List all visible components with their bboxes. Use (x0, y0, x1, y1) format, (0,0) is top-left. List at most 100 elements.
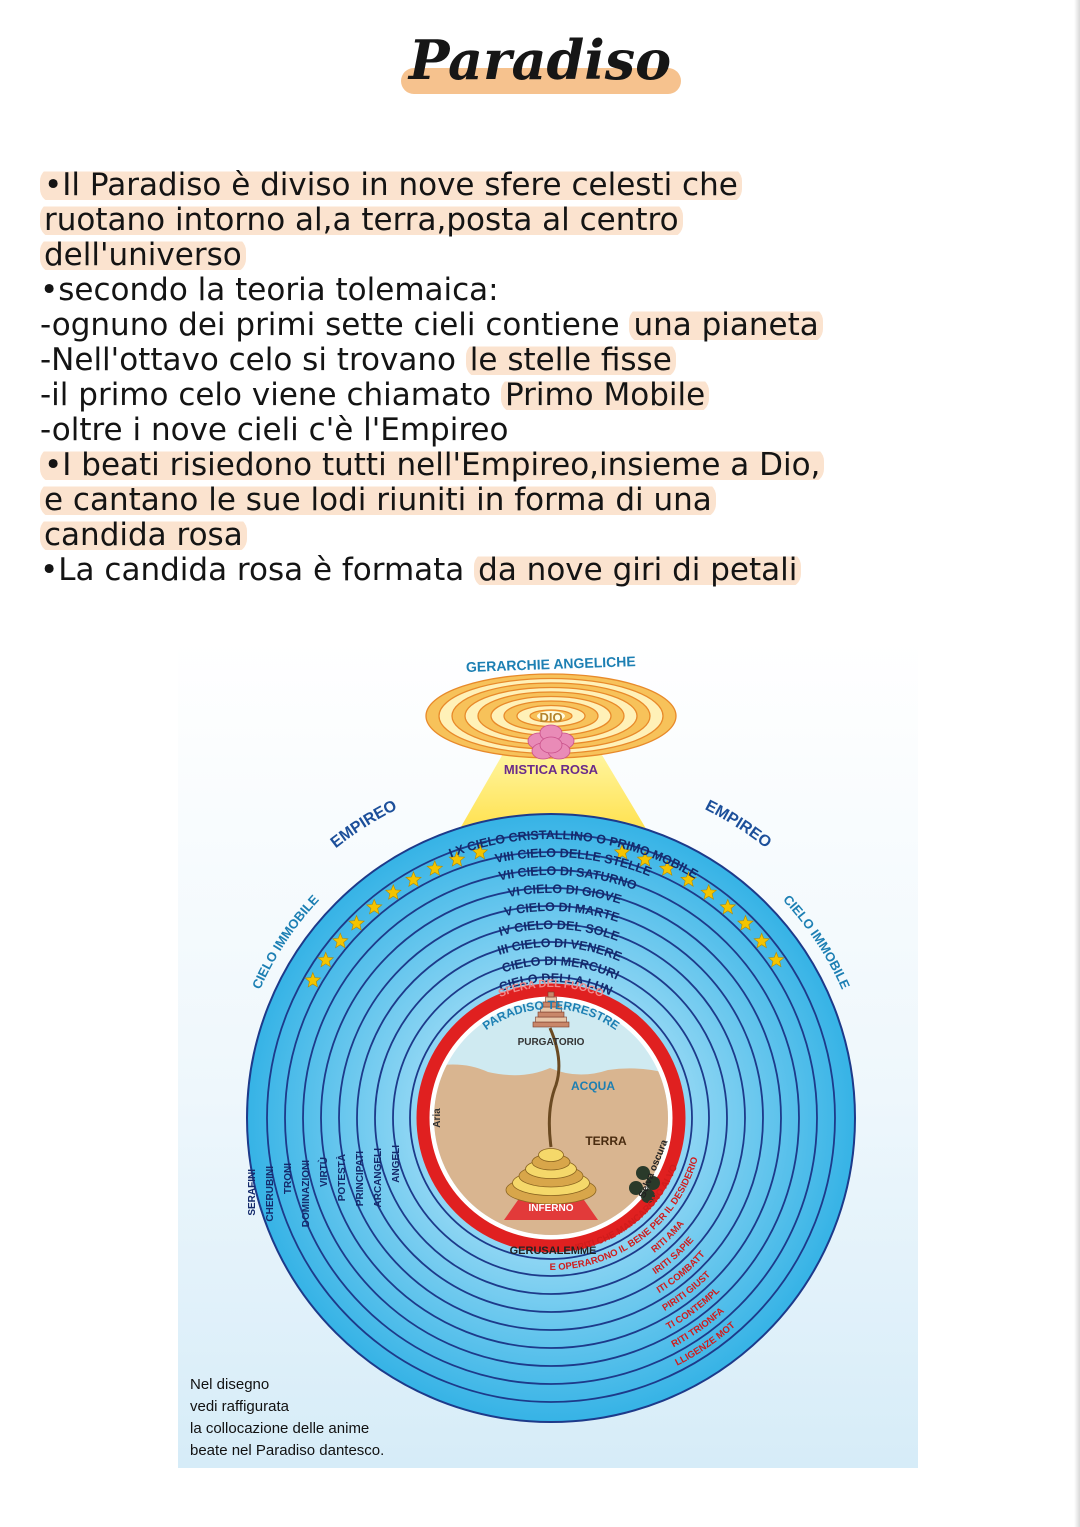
fixed-stars (304, 843, 785, 988)
angel-order-label: DOMINAZIONI (301, 1160, 312, 1227)
star-icon (365, 898, 383, 915)
fire-sphere (416, 983, 686, 1253)
star-icon (700, 883, 718, 900)
note-text: -ognuno dei primi sette cieli contiene (40, 307, 630, 343)
star-icon (680, 870, 697, 887)
caption-line: Nel disegno (190, 1376, 270, 1393)
note-text: -il primo celo viene chiamato (40, 377, 501, 413)
mountain-terrace (547, 991, 555, 998)
angel-order-label: ANGELI (391, 1145, 402, 1183)
earth-clip (434, 1027, 668, 1235)
heaven-ring (266, 833, 836, 1403)
star-icon (348, 914, 365, 931)
angel-order-label: PRINCIPATI (355, 1151, 366, 1206)
aria-label: Aria (432, 1108, 443, 1128)
note-text: -Nell'ottavo celo si trovano (40, 342, 466, 378)
mountain-terrace (532, 1021, 570, 1028)
diagram-caption: Nel disegno vedi raffigurata la collocaz… (190, 1374, 490, 1462)
passage-line (547, 1027, 561, 1148)
mountain-terrace (537, 1011, 565, 1018)
inferno-label: INFERNO (529, 1203, 574, 1214)
highlighted-text: ruotano intorno al,a terra,posta al cent… (40, 202, 683, 238)
heaven-ring (392, 959, 710, 1277)
note-line: •Il Paradiso è diviso in nove sfere cele… (40, 167, 1040, 203)
rose-petal (539, 736, 563, 754)
highlighted-text: •I beati risiedono tutti nell'Empireo,in… (40, 447, 825, 483)
heaven-ring (409, 976, 693, 1260)
star-icon (613, 843, 631, 860)
note-text: •La candida rosa è formata (40, 552, 475, 588)
earth-globe (434, 991, 668, 1235)
angel-order-label: CHERUBINI (265, 1166, 276, 1222)
note-line: -ognuno dei primi sette cieli contiene u… (40, 307, 1040, 343)
acqua-label: ACQUA (571, 1079, 615, 1093)
note-line: -Nell'ottavo celo si trovano le stelle f… (40, 342, 1040, 378)
note-line: ruotano intorno al,a terra,posta al cent… (40, 202, 1040, 238)
heaven-ring (374, 941, 728, 1295)
note-line: dell'universo (40, 237, 1040, 273)
star-icon (767, 951, 785, 968)
purgatorio-label: PURGATORIO (518, 1037, 585, 1048)
mountain-terrace (535, 1016, 567, 1023)
highlighted-text: Primo Mobile (500, 377, 710, 413)
heaven-ring (284, 851, 818, 1385)
highlighted-text: una pianeta (629, 307, 823, 343)
star-icon (304, 971, 322, 988)
star-icon (426, 859, 444, 876)
page-title-wrap: Paradiso (0, 28, 1080, 94)
highlighted-text: •Il Paradiso è diviso in nove sfere cele… (40, 167, 742, 203)
star-icon (737, 914, 754, 931)
mistica-rosa-label: MISTICA ROSA (504, 762, 599, 777)
light-beam (458, 745, 648, 832)
note-line: •I beati risiedono tutti nell'Empireo,in… (40, 447, 1040, 483)
star-icon (753, 932, 771, 949)
highlighted-text: le stelle fisse (465, 342, 676, 378)
star-icon (658, 859, 676, 876)
heaven-ring (320, 887, 782, 1349)
note-line: •La candida rosa è formata da nove giri … (40, 552, 1040, 588)
terra-label: TERRA (585, 1134, 627, 1148)
star-icon (636, 850, 654, 867)
empyrean-top (425, 673, 677, 832)
note-line: •secondo la teoria tolemaica: (40, 273, 1040, 308)
notes-list: •Il Paradiso è diviso in nove sfere cele… (40, 167, 1040, 588)
note-text: •secondo la teoria tolemaica: (40, 272, 499, 308)
note-line: e cantano le sue lodi riuniti in forma d… (40, 482, 1040, 518)
star-icon (384, 883, 402, 900)
purgatorio-mountain (532, 991, 570, 1028)
star-icon (719, 898, 737, 915)
angel-order-label: ARCANGELI (373, 1148, 384, 1208)
star-icon (331, 932, 349, 949)
angel-order-label: TRONI (283, 1163, 294, 1194)
highlighted-text: da nove giri di petali (474, 552, 802, 588)
heaven-ring (356, 923, 746, 1313)
tree-blob (636, 1166, 650, 1180)
star-icon (471, 843, 489, 860)
page-edge-shadow (1074, 0, 1080, 1527)
highlighted-text: candida rosa (40, 517, 247, 553)
selva-oscura-icon (629, 1166, 660, 1203)
note-line: -il primo celo viene chiamato Primo Mobi… (40, 377, 1040, 413)
caption-line: beate nel Paradiso dantesco. (190, 1442, 385, 1459)
tree-blob (629, 1181, 643, 1195)
caption-line: vedi raffigurata (190, 1398, 289, 1415)
highlighted-text: dell'universo (40, 237, 246, 273)
inferno-circle (538, 1148, 564, 1162)
note-line: candida rosa (40, 517, 1040, 553)
angel-order-label: POTESTÀ (335, 1154, 348, 1201)
gerusalemme-label: GERUSALEMME (510, 1245, 597, 1257)
note-text: -oltre i nove cieli c'è l'Empireo (40, 412, 509, 448)
angel-order-label: SERAFINI (247, 1169, 258, 1216)
rose-icon (527, 724, 575, 760)
gerarchie-label: GERARCHIE ANGELICHE (466, 653, 636, 675)
dio-label: DIO (539, 710, 562, 725)
star-icon (405, 870, 422, 887)
star-icon (317, 951, 335, 968)
god-center (537, 711, 565, 721)
heaven-ring (338, 905, 764, 1331)
page-title: Paradiso (399, 28, 682, 94)
heaven-ring (302, 869, 800, 1367)
star-icon (448, 850, 466, 867)
